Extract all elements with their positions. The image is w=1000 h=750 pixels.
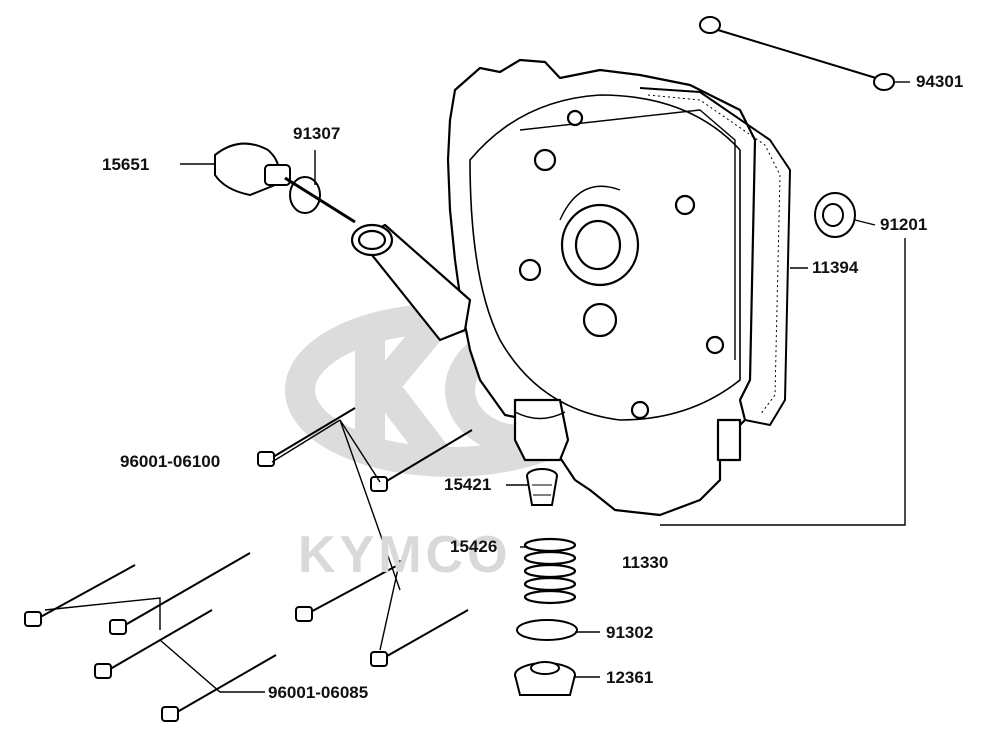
o-ring xyxy=(516,619,578,641)
part-label-11330: 11330 xyxy=(622,553,669,572)
oil-seal xyxy=(814,192,856,238)
part-label-15421: 15421 xyxy=(444,475,492,494)
part-label-91201: 91201 xyxy=(880,215,928,234)
spring xyxy=(523,537,577,605)
bolts xyxy=(24,407,473,722)
part-label-96001-06100: 96001-06100 xyxy=(120,452,221,471)
part-label-15426: 15426 xyxy=(450,537,498,556)
drain-plug xyxy=(514,661,576,696)
part-label-91307: 91307 xyxy=(293,124,341,143)
part-label-91302: 91302 xyxy=(606,623,654,642)
crankcase-cover xyxy=(350,58,791,517)
part-label-15651: 15651 xyxy=(102,155,150,174)
part-label-96001-06085: 96001-06085 xyxy=(268,683,369,702)
part-label-11394: 11394 xyxy=(812,258,859,277)
leader-lines xyxy=(44,81,910,693)
kymco-watermark-text: KYMCO xyxy=(298,526,512,584)
dowel-pins xyxy=(699,16,895,91)
part-label-94301: 94301 xyxy=(916,72,964,91)
dipstick xyxy=(214,142,356,224)
part-label-12361: 12361 xyxy=(606,668,654,687)
strainer xyxy=(526,468,558,506)
